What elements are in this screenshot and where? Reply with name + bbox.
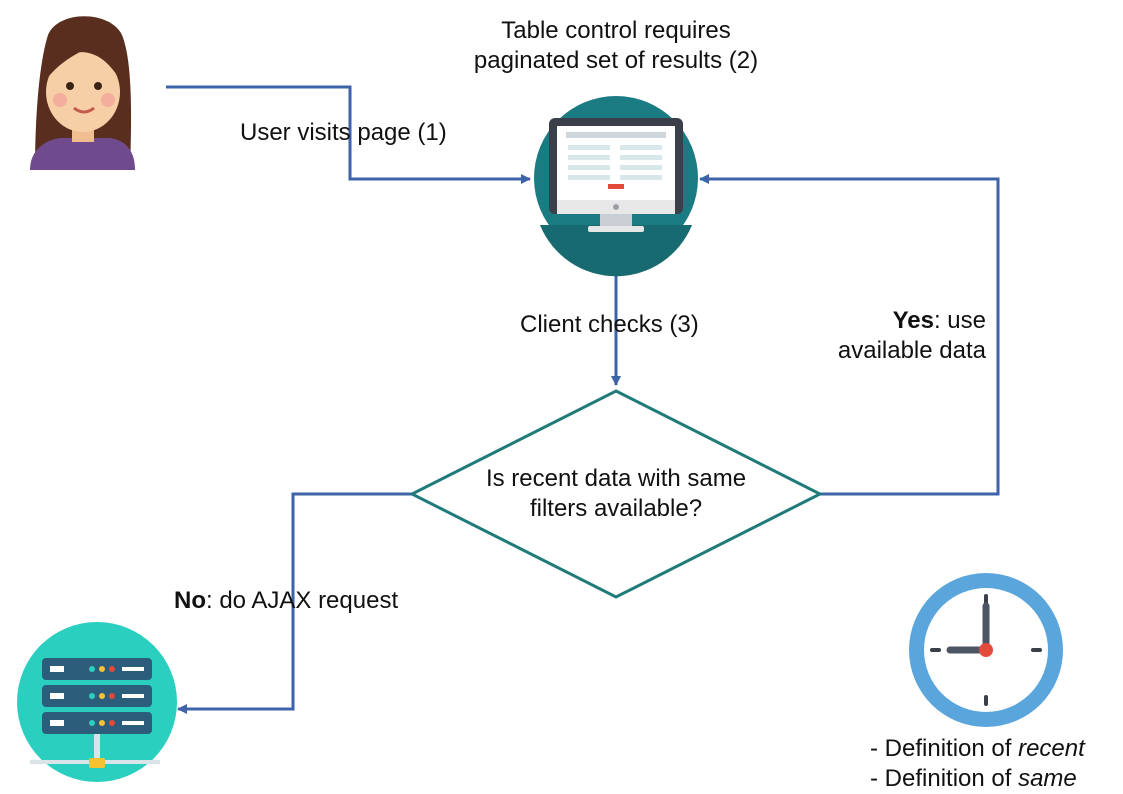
note-recent: - Definition of recent [870, 734, 1085, 764]
yes-rest-line1: : use [933, 307, 986, 334]
note1-italic: recent [1018, 735, 1085, 762]
note2-italic: same [1018, 765, 1077, 792]
definition-notes: - Definition of recent - Definition of s… [870, 734, 1085, 794]
note1-prefix: - Definition of [870, 735, 1019, 762]
decision-diamond [408, 389, 824, 599]
edge-label-client-checks: Client checks (3) [520, 311, 699, 338]
note-same: - Definition of same [870, 764, 1085, 794]
user-avatar-icon [30, 16, 135, 170]
monitor-icon [534, 96, 698, 277]
decision-label: Is recent data with same filters availab… [452, 464, 780, 524]
no-rest: : do AJAX request [206, 587, 399, 614]
decision-label-line1: Is recent data with same [485, 465, 747, 492]
top-caption: Table control requires paginated set of … [440, 16, 792, 76]
yes-bold: Yes [892, 307, 934, 334]
edge-label-yes: Yes: use available data [790, 306, 986, 366]
edge-label-yes-line1: Yes: use [790, 306, 986, 336]
server-icon [17, 622, 177, 782]
clock-icon [909, 573, 1063, 727]
edge-label-no: No: do AJAX request [174, 586, 398, 616]
top-caption-line2: paginated set of results (2) [473, 47, 759, 74]
top-caption-line1: Table control requires [501, 17, 731, 44]
decision-label-line2: filters available? [529, 495, 703, 522]
no-bold: No [174, 587, 206, 614]
edge-user-to-monitor [166, 85, 531, 184]
edge-yes-to-monitor [699, 174, 1000, 496]
edge-label-yes-line2: available data [837, 337, 986, 364]
connectors [166, 85, 1000, 714]
note2-prefix: - Definition of [870, 765, 1019, 792]
edge-label-user-visits: User visits page (1) [240, 119, 447, 146]
edge-no-to-server [177, 492, 412, 714]
